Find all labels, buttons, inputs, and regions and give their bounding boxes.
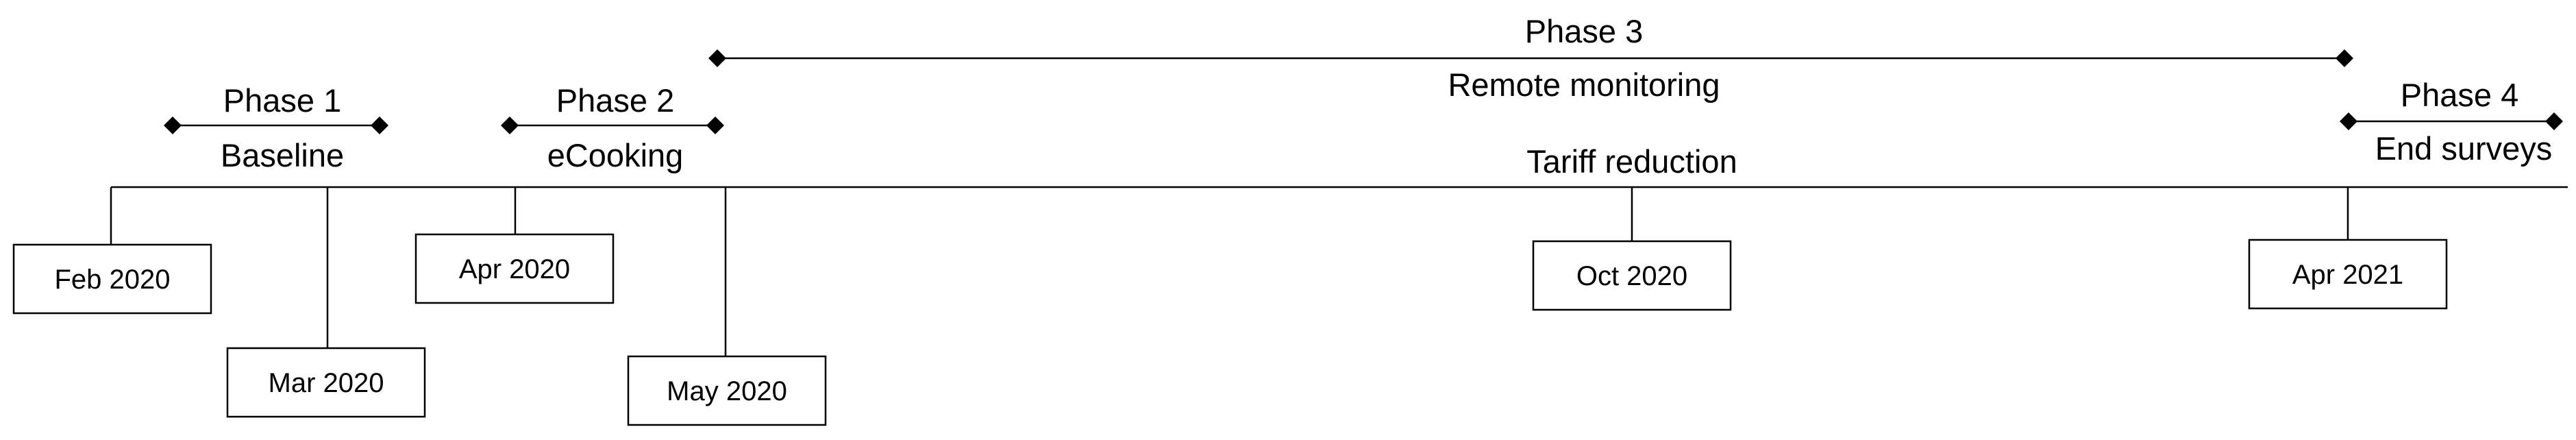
date-label-may-2020: May 2020	[667, 376, 787, 406]
date-marker-oct-2020: Oct 2020	[1532, 240, 1732, 311]
date-label-apr-2020: Apr 2020	[459, 254, 570, 284]
phase-2-name: Phase 2	[556, 82, 674, 119]
phase-4: Phase 4 End surveys	[2340, 77, 2563, 167]
date-box-apr-2020	[414, 233, 615, 304]
phase-1: Phase 1 Baseline	[164, 82, 388, 173]
date-box-apr-2021	[2248, 239, 2448, 310]
phase-1-name: Phase 1	[223, 82, 341, 119]
date-marker-mar-2020: Mar 2020	[226, 347, 426, 418]
date-label-apr-2021: Apr 2021	[2292, 260, 2403, 290]
phase-4-start-diamond	[2340, 112, 2357, 130]
phase-4-label: End surveys	[2375, 130, 2553, 167]
phase-3: Phase 3 Remote monitoring	[708, 13, 2353, 103]
date-box-mar-2020	[226, 347, 426, 418]
phase-1-label: Baseline	[221, 137, 344, 173]
phase-3-start-diamond	[708, 49, 726, 67]
date-label-feb-2020: Feb 2020	[54, 265, 170, 295]
phase-2-start-diamond	[501, 117, 519, 134]
phase-1-start-diamond	[164, 117, 182, 134]
date-marker-feb-2020: Feb 2020	[12, 243, 212, 315]
phase-1-end-diamond	[371, 117, 388, 134]
phase-2-label: eCooking	[547, 137, 684, 173]
tariff-reduction-annotation: Tariff reduction	[1526, 143, 1737, 180]
date-label-oct-2020: Oct 2020	[1576, 261, 1687, 291]
phase-3-name: Phase 3	[1525, 13, 1643, 49]
phase-4-end-diamond	[2545, 112, 2563, 130]
date-box-feb-2020	[12, 243, 212, 315]
phase-3-end-diamond	[2336, 49, 2353, 67]
date-box-may-2020	[627, 355, 827, 426]
date-marker-may-2020: May 2020	[627, 355, 827, 426]
date-marker-apr-2021: Apr 2021	[2248, 239, 2448, 310]
date-marker-apr-2020: Apr 2020	[414, 233, 615, 304]
phase-2: Phase 2 eCooking	[501, 82, 724, 173]
phase-3-label: Remote monitoring	[1448, 66, 1720, 103]
phase-2-end-diamond	[706, 117, 724, 134]
date-box-oct-2020	[1532, 240, 1732, 311]
date-label-mar-2020: Mar 2020	[269, 368, 384, 398]
phase-4-name: Phase 4	[2401, 77, 2518, 113]
